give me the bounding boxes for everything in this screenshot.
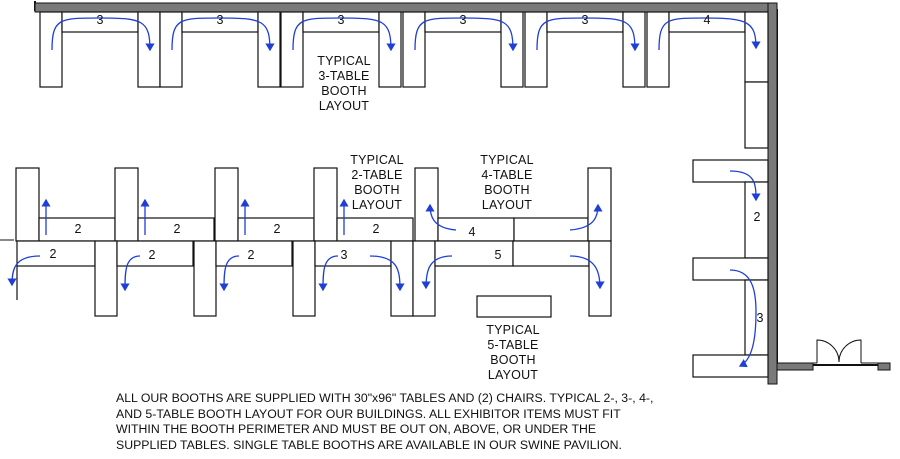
booth-side-table — [15, 167, 40, 242]
booth-side-table — [744, 81, 769, 149]
table-count-label: 3 — [338, 13, 345, 27]
table-count-label: 2 — [248, 248, 255, 262]
traffic-arrow — [7, 255, 41, 287]
captions.three_table-line: LAYOUT — [318, 99, 370, 113]
captions.four_table-line: BOOTH — [484, 183, 530, 197]
booth-back-table — [116, 240, 194, 267]
captions.two_table-line: 2-TABLE — [351, 168, 403, 182]
traffic-arrow — [292, 17, 396, 52]
booth-side-table — [193, 240, 217, 317]
captions.five_table-line: BOOTH — [490, 353, 536, 367]
note-line: AND 5-TABLE BOOTH LAYOUT FOR OUR BUILDIN… — [116, 406, 621, 421]
traffic-arrow — [658, 17, 761, 51]
table-count-label: 3 — [757, 311, 764, 325]
double-door-icon — [813, 339, 878, 364]
booth-side-table — [114, 167, 139, 242]
traffic-arrow — [414, 17, 518, 52]
table-count-labels: 3 3 3 3 3 4 2 3 2 2 2 2 4 2 2 2 3 5 — [50, 13, 764, 325]
captions.five_table-line: LAYOUT — [487, 368, 539, 382]
captions.four_table-line: 4-TABLE — [481, 168, 533, 182]
table-count-label: 2 — [174, 222, 181, 236]
traffic-arrow — [425, 203, 457, 231]
traffic-arrow — [171, 17, 275, 52]
booth-side-table — [159, 11, 183, 88]
table-count-label: 2 — [373, 222, 380, 236]
traffic-arrow — [369, 255, 405, 292]
table-count-label: 2 — [149, 248, 156, 262]
table-count-label: 2 — [274, 222, 281, 236]
traffic-arrow — [536, 17, 640, 52]
traffic-arrow — [51, 17, 155, 52]
booth-side-table — [292, 240, 316, 317]
note-line: ALL OUR BOOTHS ARE SUPPLIED WITH 30"x96"… — [116, 391, 654, 405]
captions.five_table-line: 5-TABLE — [487, 338, 539, 352]
booth-side-table — [524, 11, 548, 88]
table-count-label: 2 — [754, 210, 761, 224]
table-count-label: 4 — [704, 13, 711, 27]
booth-side-table — [692, 354, 769, 378]
captions.three_table-line: BOOTH — [321, 84, 367, 98]
table-count-label: 2 — [75, 222, 82, 236]
table-count-label: 2 — [50, 247, 57, 261]
booth-side-table — [692, 257, 769, 281]
traffic-arrow — [421, 255, 453, 290]
traffic-arrow — [729, 170, 761, 202]
booth-side-table — [94, 240, 118, 317]
table-count-label: 3 — [341, 248, 348, 262]
captions.four_table-line: TYPICAL — [480, 153, 534, 167]
traffic-arrow — [569, 203, 603, 231]
table-count-label: 3 — [217, 13, 224, 27]
captions.two_table-line: TYPICAL — [350, 153, 404, 167]
booth-side-table — [214, 167, 239, 242]
table-count-label: 3 — [97, 13, 104, 27]
captions.two_table-line: BOOTH — [354, 183, 400, 197]
note-line: WITHIN THE BOOTH PERIMETER AND MUST BE O… — [116, 422, 597, 436]
booth-back-table — [314, 240, 392, 267]
table-count-label: 3 — [460, 13, 467, 27]
booth-side-table — [280, 11, 304, 88]
captions.two_table-line: LAYOUT — [351, 198, 403, 212]
captions.three_table-line: 3-TABLE — [318, 69, 370, 83]
booth-back-table — [215, 240, 293, 267]
sample-table — [476, 295, 552, 318]
booth-side-table — [39, 11, 63, 88]
captions.three_table-line: TYPICAL — [317, 54, 371, 68]
booth-side-table — [646, 11, 670, 88]
traffic-arrow — [120, 255, 141, 292]
traffic-arrow — [569, 255, 605, 290]
note-line: SUPPLIED TABLES. SINGLE TABLE BOOTHS ARE… — [116, 437, 622, 452]
booth-side-table — [390, 240, 414, 317]
table-count-label: 5 — [495, 248, 502, 262]
traffic-arrow — [318, 255, 339, 292]
traffic-arrow — [219, 255, 240, 292]
booth-side-table — [588, 240, 612, 317]
traffic-arrow — [729, 269, 757, 368]
booth-side-table — [412, 240, 436, 317]
booth-side-table — [587, 167, 612, 242]
table-count-label: 4 — [469, 225, 476, 239]
traffic-arrows-layer — [7, 17, 761, 368]
captions.five_table-line: TYPICAL — [486, 323, 540, 337]
booth-side-table — [402, 11, 426, 88]
captions.four_table-line: LAYOUT — [481, 198, 533, 212]
booth-supply-note: ALL OUR BOOTHS ARE SUPPLIED WITH 30"x96"… — [116, 391, 716, 453]
table-count-label: 3 — [582, 13, 589, 27]
booth-back-table — [512, 240, 590, 267]
booth-back-table — [16, 240, 96, 267]
